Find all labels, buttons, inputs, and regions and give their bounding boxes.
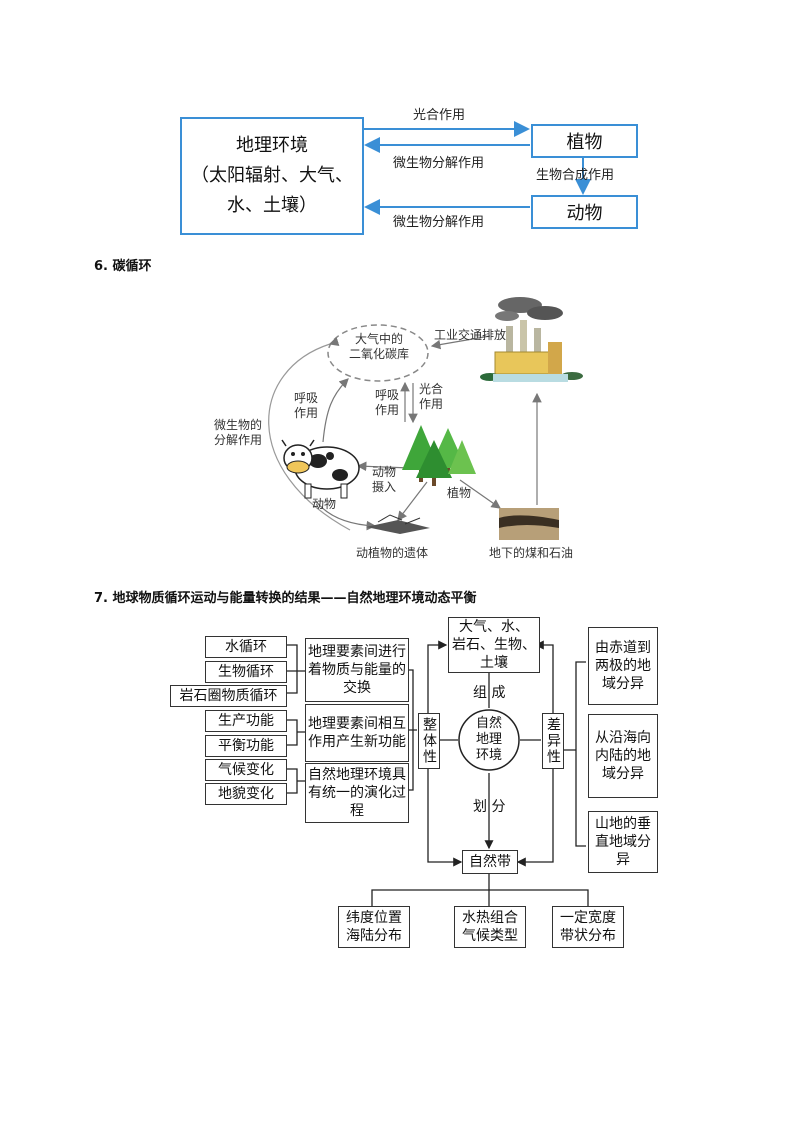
left-item-climate: 气候变化 — [205, 759, 287, 781]
wholeness-box: 整体性 — [418, 713, 440, 769]
animal-remains-arrow — [314, 499, 377, 531]
right-item-vertical: 山地的垂直地域分异 — [588, 811, 658, 873]
middle-item-evolution: 自然地理环境具有统一的演化过程 — [305, 763, 409, 823]
industrial-arrow — [430, 335, 491, 350]
center-label: 自然 地理 环境 — [459, 716, 519, 764]
bottom-item-zonal: 一定宽度 带状分布 — [552, 906, 624, 948]
bottom-3-line-2: 带状分布 — [560, 928, 616, 944]
microbe-decomp-label: 微生物的 分解作用 — [214, 418, 262, 448]
decomp-curve — [268, 336, 351, 531]
coal-oil-label: 地下的煤和石油 — [489, 546, 574, 560]
center-line-3: 环境 — [475, 748, 502, 763]
photo-2: 作用 — [419, 397, 444, 411]
intake-arrow — [356, 461, 411, 472]
decompose-bottom-label: 微生物分解作用 — [393, 215, 485, 230]
photosynthesis-label: 光合作用 — [413, 108, 466, 123]
resp-right-2: 作用 — [375, 403, 400, 417]
bottom-2-line-2: 气候类型 — [462, 928, 518, 944]
plant-box: 植物 — [531, 124, 638, 158]
bottom-2-line-1: 水热组合 — [462, 910, 518, 926]
animal-label: 动物 — [566, 203, 603, 224]
compose-label: 组 成 — [473, 685, 506, 701]
plant-label: 植物 — [566, 132, 603, 153]
components-line-2: 岩石、生物、 — [452, 637, 536, 653]
balance-lines — [286, 640, 589, 906]
geo-environment-box: 地理环境 （太阳辐射、大气、 水、土壤） — [180, 117, 364, 235]
bio-synthesis-label: 生物合成作用 — [536, 168, 615, 183]
difference-box: 差异性 — [542, 713, 564, 769]
carbon-cycle-drawing — [268, 297, 583, 540]
photo-1: 光合 — [419, 382, 444, 396]
right-item-latitudinal: 由赤道到两极的地域分异 — [588, 627, 658, 705]
intake-1: 动物 — [372, 465, 397, 479]
middle-item-interaction: 地理要素间相互作用产生新功能 — [305, 704, 409, 762]
center-line-2: 地理 — [475, 732, 502, 747]
factory-icon — [480, 297, 583, 382]
remains-label: 动植物的遗体 — [356, 546, 429, 560]
carbon-cycle-heading: 6. 碳循环 — [94, 259, 152, 274]
microbe-1: 微生物的 — [214, 418, 263, 432]
bottom-1-line-2: 海陆分布 — [346, 928, 402, 944]
left-item-water-cycle: 水循环 — [205, 636, 287, 658]
photosynthesis-label: 光合 作用 — [419, 382, 443, 412]
co2-pool-label: 大气中的 二氧化碳库 — [343, 332, 415, 362]
trees-icon — [402, 425, 476, 486]
natural-zone-box: 自然带 — [462, 850, 518, 874]
industrial-label: 工业交通排放 — [434, 328, 507, 342]
components-box: 大气、水、 岩石、生物、 土壤 — [448, 617, 540, 673]
respiration-left-label: 呼吸 作用 — [294, 391, 318, 421]
cow-icon — [281, 439, 360, 499]
bottom-3-line-1: 一定宽度 — [560, 910, 616, 926]
center-circle — [458, 709, 520, 771]
respiration-right-label: 呼吸 作用 — [375, 388, 399, 418]
intake-2: 摄入 — [372, 480, 397, 494]
left-item-rock-cycle: 岩石圈物质循环 — [170, 685, 287, 707]
bottom-item-position: 纬度位置 海陆分布 — [338, 906, 410, 948]
left-item-landform: 地貌变化 — [205, 783, 287, 805]
co2-line-1: 大气中的 — [354, 332, 403, 346]
resp-left-1: 呼吸 — [294, 391, 319, 405]
plant-label: 植物 — [447, 486, 472, 500]
remains-icon — [366, 514, 430, 534]
resp-left-2: 作用 — [294, 406, 319, 420]
bottom-item-climate: 水热组合 气候类型 — [454, 906, 526, 948]
center-line-1: 自然 — [475, 716, 502, 731]
plant-remains-arrow — [397, 481, 428, 521]
animal-respiration-arrow — [322, 378, 349, 443]
co2-line-2: 二氧化碳库 — [348, 347, 409, 361]
balance-heading: 7. 地球物质循环运动与能量转换的结果——自然地理环境动态平衡 — [94, 591, 477, 606]
plant-coal-arrow — [459, 479, 501, 509]
geo-env-line-3: 水、土壤） — [227, 195, 317, 216]
left-item-balance: 平衡功能 — [205, 735, 287, 757]
right-item-longitudinal: 从沿海向内陆的地域分异 — [588, 714, 658, 798]
left-item-production: 生产功能 — [205, 710, 287, 732]
animal-box: 动物 — [531, 195, 638, 229]
co2-pool-ellipse — [327, 324, 429, 382]
middle-item-exchange: 地理要素间进行着物质与能量的交换 — [305, 638, 409, 702]
animal-label: 动物 — [312, 497, 337, 511]
left-item-bio-cycle: 生物循环 — [205, 661, 287, 683]
coal-oil-icon — [499, 508, 559, 540]
material-flow-arrows — [364, 121, 591, 215]
geo-env-line-1: 地理环境 — [236, 135, 308, 156]
components-line-1: 大气、水、 — [459, 619, 529, 635]
divide-label: 划 分 — [473, 799, 506, 815]
animal-intake-label: 动物 摄入 — [372, 465, 396, 495]
components-line-3: 土壤 — [480, 655, 508, 671]
decompose-top-label: 微生物分解作用 — [393, 156, 485, 171]
bottom-1-line-1: 纬度位置 — [346, 910, 402, 926]
resp-right-1: 呼吸 — [375, 388, 400, 402]
geo-env-line-2: （太阳辐射、大气、 — [191, 165, 353, 186]
microbe-2: 分解作用 — [214, 433, 263, 447]
